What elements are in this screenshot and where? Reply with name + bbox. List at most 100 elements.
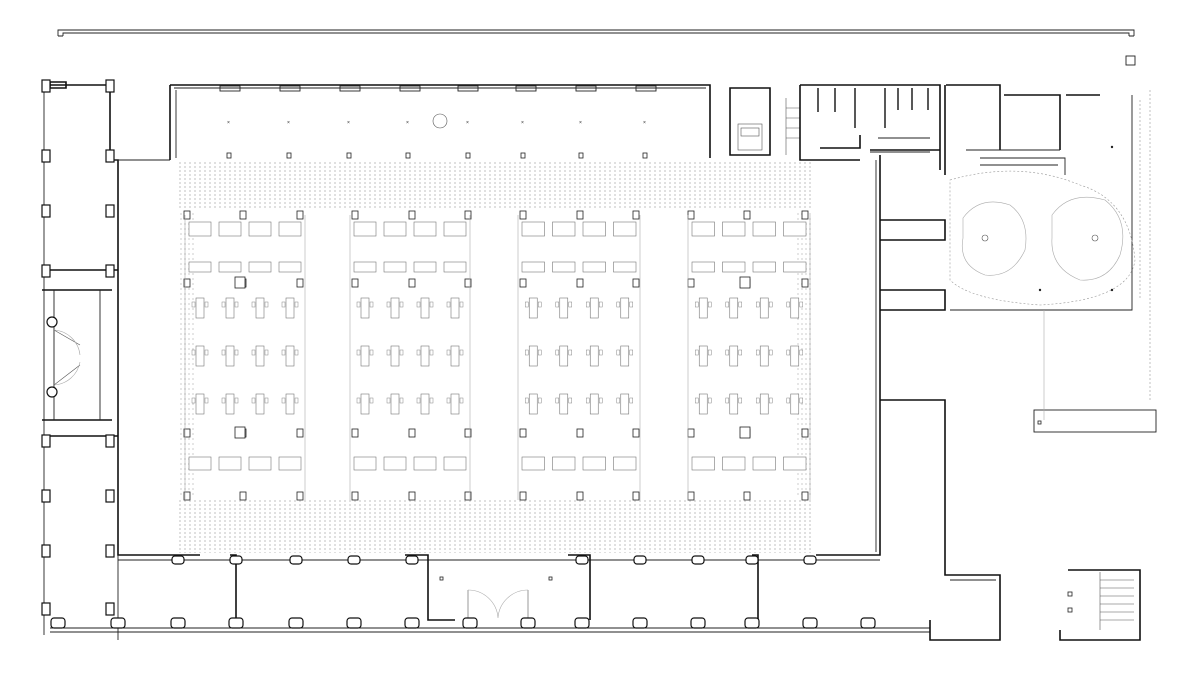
table	[582, 456, 606, 471]
column	[576, 491, 584, 501]
table	[278, 456, 302, 471]
chair	[281, 349, 286, 356]
table	[790, 297, 800, 319]
table	[443, 456, 467, 471]
chair	[251, 349, 256, 356]
table	[759, 297, 769, 319]
chair	[769, 397, 773, 404]
table	[353, 221, 377, 237]
table	[413, 261, 437, 273]
chair	[525, 301, 529, 308]
table	[790, 345, 800, 367]
column-tag: ×	[521, 120, 524, 126]
buttress	[41, 204, 51, 218]
chair	[738, 397, 742, 404]
table	[722, 456, 746, 471]
buttress	[105, 489, 115, 503]
table	[752, 456, 776, 471]
chair	[191, 301, 196, 308]
chair	[538, 349, 542, 356]
table	[188, 261, 212, 273]
table	[255, 345, 265, 367]
column	[739, 276, 751, 289]
column	[687, 491, 695, 501]
chair	[725, 349, 729, 356]
table	[559, 345, 569, 367]
chair	[446, 349, 451, 356]
chair	[629, 397, 633, 404]
chair	[525, 349, 529, 356]
chair	[446, 397, 451, 404]
table	[353, 261, 377, 273]
table	[248, 261, 272, 273]
buttress	[105, 602, 115, 616]
column	[408, 428, 416, 438]
table	[691, 456, 715, 471]
courtyard-garden	[949, 90, 1151, 420]
chair	[386, 349, 391, 356]
chair	[234, 397, 239, 404]
table	[582, 221, 606, 237]
table	[698, 297, 708, 319]
column	[226, 152, 232, 159]
table	[528, 297, 538, 319]
buttress	[50, 617, 66, 629]
chair	[356, 301, 361, 308]
buttress	[228, 617, 244, 629]
column	[632, 278, 640, 288]
chair	[264, 349, 269, 356]
buttress	[41, 544, 51, 558]
table	[285, 345, 295, 367]
table	[552, 261, 576, 273]
chair	[695, 349, 699, 356]
buttress	[574, 617, 590, 629]
chair	[725, 397, 729, 404]
chair	[399, 349, 404, 356]
table	[353, 456, 377, 471]
buttress	[170, 617, 186, 629]
chair	[429, 397, 434, 404]
column	[351, 428, 359, 438]
chair	[756, 301, 760, 308]
table	[390, 345, 400, 367]
table	[195, 297, 205, 319]
chair	[399, 397, 404, 404]
chair	[695, 397, 699, 404]
column	[519, 491, 527, 501]
chair	[234, 349, 239, 356]
chair	[599, 397, 603, 404]
table	[255, 393, 265, 415]
column	[296, 428, 304, 438]
column-tag: ×	[227, 120, 230, 126]
table	[559, 393, 569, 415]
table	[383, 261, 407, 273]
table	[528, 345, 538, 367]
chair	[538, 301, 542, 308]
table	[248, 456, 272, 471]
column	[351, 210, 359, 220]
chair	[446, 301, 451, 308]
chair	[356, 397, 361, 404]
column	[576, 210, 584, 220]
buttress	[690, 617, 706, 629]
chair	[221, 349, 226, 356]
buttress	[105, 149, 115, 163]
table	[698, 345, 708, 367]
column	[296, 491, 304, 501]
table	[759, 393, 769, 415]
chair	[191, 397, 196, 404]
chair	[568, 301, 572, 308]
table	[390, 393, 400, 415]
buttress	[860, 617, 876, 629]
chair	[599, 349, 603, 356]
chair	[738, 301, 742, 308]
column	[183, 210, 191, 220]
table	[255, 297, 265, 319]
chair	[799, 301, 803, 308]
chair	[399, 301, 404, 308]
column	[743, 210, 751, 220]
column	[801, 210, 809, 220]
column	[632, 210, 640, 220]
